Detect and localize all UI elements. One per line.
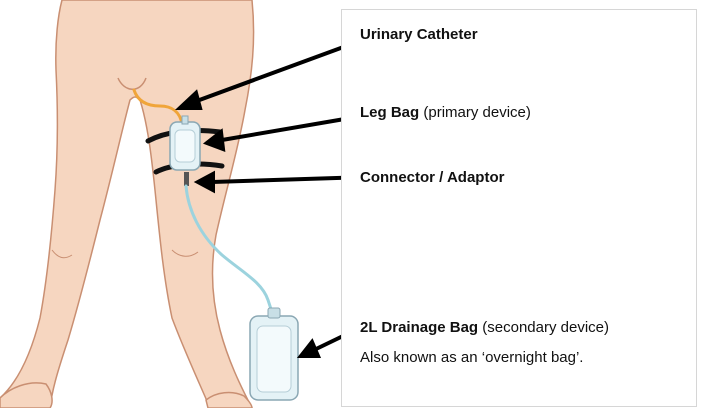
label-leg-bag: Leg Bag (primary device)	[360, 103, 531, 123]
label-connector: Connector / Adaptor	[360, 168, 504, 188]
label-leg-bag-title: Leg Bag	[360, 104, 419, 121]
label-leg-bag-detail: (primary device)	[419, 104, 531, 121]
label-urinary-catheter: Urinary Catheter	[360, 25, 478, 45]
drainage-bag	[250, 308, 298, 400]
label-drainage-bag: 2L Drainage Bag (secondary device)	[360, 318, 609, 338]
label-drainage-bag-title: 2L Drainage Bag	[360, 319, 478, 336]
label-urinary-catheter-title: Urinary Catheter	[360, 26, 478, 43]
left-foot	[0, 383, 52, 408]
label-drainage-bag-note: Also known as an ‘overnight bag’.	[360, 348, 583, 368]
connector	[184, 172, 189, 186]
label-connector-title: Connector / Adaptor	[360, 169, 504, 186]
arrow-drainage-head	[301, 342, 318, 356]
body-illustration	[0, 0, 254, 408]
legs-silhouette	[0, 0, 254, 408]
label-drainage-bag-detail: (secondary device)	[478, 319, 609, 336]
leg-bag	[170, 116, 200, 170]
